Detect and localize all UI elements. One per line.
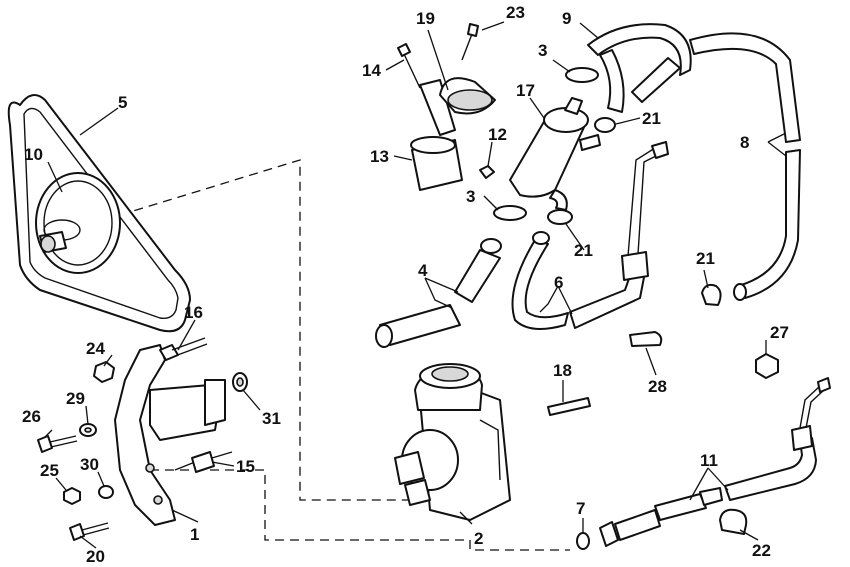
callout-28: 28 [648,377,667,396]
stud-15 [174,451,233,473]
callout-3-top: 3 [538,41,547,60]
band-13 [410,136,463,191]
o-ring [576,532,590,550]
callout-3-mid: 3 [466,187,475,206]
reservoir-17 [509,97,601,211]
hose-8 [689,32,801,301]
callout-9: 9 [562,9,571,28]
callout-5: 5 [118,93,127,112]
bolt-20 [69,522,110,541]
bolt-16 [159,337,208,361]
callout-29: 29 [66,389,85,408]
washer-29 [79,423,97,437]
callout-13: 13 [370,147,389,166]
callout-27: 27 [770,323,789,342]
callout-2: 2 [474,529,483,548]
callout-22: 22 [752,541,771,560]
nut-24 [93,361,115,383]
hose-clamp-3b [493,205,527,221]
callout-21-right: 21 [696,249,715,268]
callout-12: 12 [488,125,507,144]
clip-28 [629,331,663,347]
bolt-14 [397,43,421,89]
hose-9 [587,23,692,113]
pressure-hose [599,377,831,547]
callout-1: 1 [190,525,199,544]
callout-21-mid: 21 [574,241,593,260]
hose-clamp-3a [565,67,599,83]
callout-4: 4 [418,261,428,280]
nut-12 [479,165,495,179]
callout-6: 6 [554,273,563,292]
callout-26: 26 [22,407,41,426]
callout-30: 30 [80,455,99,474]
power-steering-pump [394,363,511,521]
callout-10: 10 [24,145,43,164]
callout-17: 17 [516,81,535,100]
callout-31: 31 [262,409,281,428]
callout-11: 11 [700,451,718,470]
washer-31 [232,372,248,392]
callout-24: 24 [86,339,105,358]
pulley [35,172,121,274]
return-hose-6 [511,141,669,330]
hose-clamp-21c [701,283,722,306]
leader-lines [43,21,787,549]
callout-23: 23 [506,3,525,22]
callout-20: 20 [86,547,105,566]
mounting-bracket [114,344,226,526]
bracket-19 [419,77,496,136]
callout-21-top: 21 [642,109,661,128]
hose-4 [375,238,502,348]
callout-15: 15 [236,457,255,476]
hose-clamp-21b [547,209,573,225]
hose-clamp-21a [594,117,616,133]
hose-clamp-22 [719,508,748,535]
callout-7: 7 [576,499,585,518]
callout-16: 16 [184,303,203,322]
callout-14: 14 [362,61,381,80]
nut-25 [63,487,81,505]
callout-18: 18 [553,361,572,380]
washer-30 [98,485,114,499]
nut-27 [755,353,779,379]
assembly-dashed-lines [119,159,570,551]
bolt-26 [37,435,78,453]
callout-labels: 5 10 16 24 29 26 25 30 20 1 15 31 2 18 7… [22,3,789,566]
callout-19: 19 [416,9,435,28]
callout-8: 8 [740,133,749,152]
bolt-23 [461,23,479,61]
callout-25: 25 [40,461,59,480]
stud-18 [547,397,591,416]
